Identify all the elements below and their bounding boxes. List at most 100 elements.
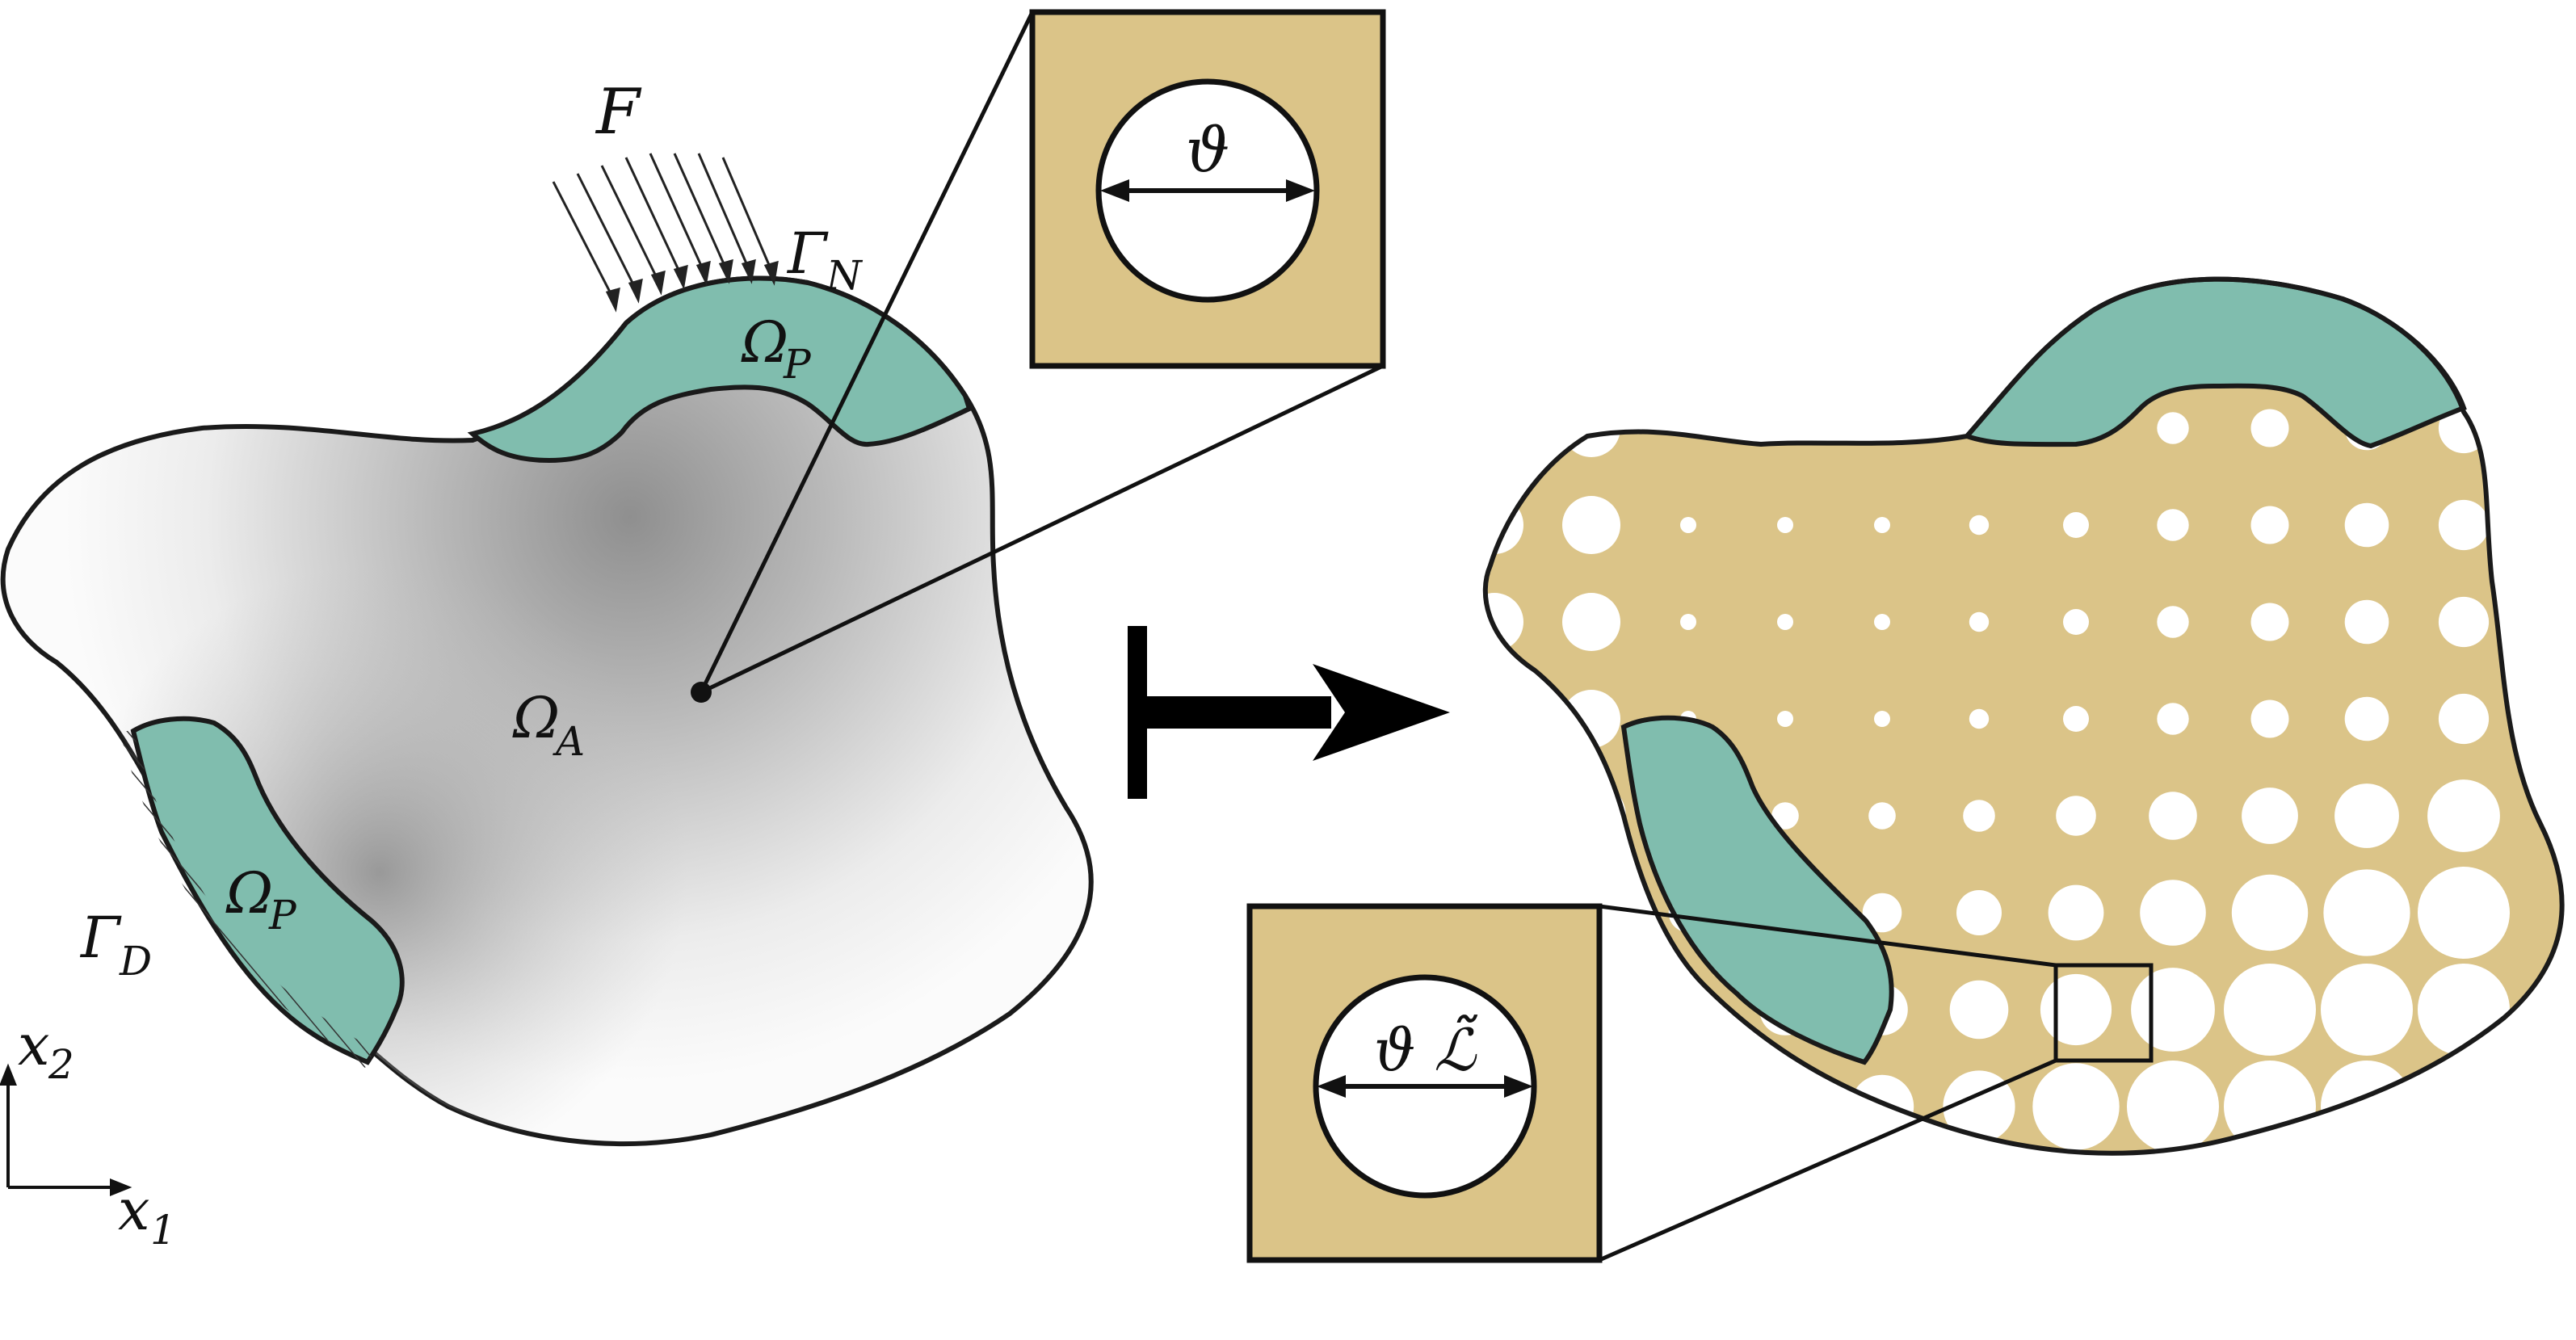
void-circle (2323, 869, 2410, 956)
leader-line-lower (700, 363, 1385, 695)
void-circle (1969, 611, 1990, 632)
void-circle (1949, 980, 2009, 1040)
void-circle (1969, 515, 1990, 536)
inset-top (1029, 9, 1386, 369)
passive-region-left-right (1620, 715, 1894, 1065)
mapsto-arrow (1128, 626, 1450, 799)
coordinate-axes (0, 1063, 132, 1196)
right-domain (1482, 276, 2565, 1262)
void-circle (2157, 606, 2189, 638)
void-circle (1562, 496, 1620, 554)
void-circle (2250, 506, 2289, 544)
void-circle (2231, 874, 2309, 951)
void-circle (2334, 783, 2399, 848)
label-inset-bottom-param: ϑ ℒ̃ (1374, 1014, 1478, 1084)
void-circle (1662, 984, 1714, 1035)
void-circle (1656, 1074, 1721, 1139)
void-circle (2427, 779, 2500, 852)
void-circle (1680, 517, 1696, 533)
void-circle (2063, 706, 2089, 732)
label-omega-a-sub: A (553, 718, 585, 765)
void-circle (1874, 711, 1890, 727)
void-circle (2157, 412, 2189, 444)
void-circle (1969, 708, 1990, 729)
inset-top-arrowhead-right (1286, 179, 1315, 202)
void-circle (2438, 499, 2490, 551)
zoom-leader-lower (1598, 1058, 2057, 1262)
void-circle (1562, 593, 1620, 651)
label-inset-top-param: ϑ (1186, 114, 1229, 186)
void-circle (2157, 509, 2189, 541)
void-circle (2040, 973, 2112, 1046)
void-circle (2250, 409, 2289, 447)
void-circle (1963, 800, 1995, 832)
label-axis-x1-sub: 1 (150, 1207, 176, 1254)
void-circle (1868, 802, 1896, 830)
void-circle (2056, 796, 2096, 836)
void-circle (1862, 893, 1902, 933)
label-gamma-d: Γ (79, 905, 122, 971)
void-circle (2344, 502, 2389, 548)
void-circle (2250, 603, 2289, 641)
void-circle (2224, 964, 2316, 1056)
void-circle (1956, 890, 2002, 935)
label-axis-x2: x (18, 1012, 49, 1078)
void-circle (2063, 609, 2089, 635)
void-circle (2438, 596, 2490, 648)
void-circle (2149, 792, 2197, 840)
label-omega-p-top: Ω (741, 309, 788, 376)
passive-region-top (467, 275, 973, 464)
void-circle (1943, 1070, 2015, 1143)
label-gamma-n-sub: N (826, 252, 864, 299)
label-axis-x2-sub: 2 (48, 1041, 74, 1088)
right-domain-outline (1482, 276, 2565, 1156)
inset-top-arrowhead-left (1100, 179, 1129, 202)
void-circle (2127, 1061, 2219, 1153)
void-circle (2063, 512, 2089, 538)
void-circle (1874, 517, 1890, 533)
leader-line-upper (699, 11, 1035, 694)
inset-bottom-arrowhead-right (1504, 1075, 1533, 1098)
axis-x1-arrowhead (110, 1178, 132, 1196)
void-circle (1874, 420, 1890, 436)
design-point-marker (691, 682, 712, 703)
label-omega-p-left-sub: P (268, 892, 297, 939)
void-circle (2131, 968, 2215, 1052)
label-gamma-n: Γ (786, 221, 829, 287)
void-circle (2344, 696, 2389, 741)
void-circle (1777, 711, 1793, 727)
void-circle (1485, 690, 1523, 748)
void-circle (2140, 880, 2206, 946)
zoom-box (2053, 963, 2154, 1063)
void-circle (1777, 420, 1793, 436)
label-omega-p-top-sub: P (783, 341, 812, 388)
void-circle (1777, 614, 1793, 630)
zoom-leader-upper (1599, 904, 2057, 968)
inset-bottom-arrowhead-left (1317, 1075, 1346, 1098)
void-circle (1777, 517, 1793, 533)
label-omega-p-left: Ω (225, 860, 273, 926)
label-axis-x1: x (118, 1177, 149, 1243)
void-circle (2321, 964, 2413, 1056)
void-circle (2418, 1061, 2510, 1153)
void-circle (2438, 693, 2490, 745)
void-circle (1753, 1074, 1817, 1139)
left-domain (0, 11, 1385, 1147)
labels: F Γ N Ω P Ω A Ω P Γ D x 2 x 1 ϑ ϑ ℒ̃ (18, 76, 1478, 1254)
inset-bottom (1246, 903, 1603, 1263)
label-force: F (595, 76, 642, 149)
void-circle (2032, 1063, 2120, 1150)
void-circle (2418, 964, 2510, 1056)
void-circle (2242, 788, 2298, 844)
void-circle (2418, 867, 2510, 959)
void-circle (2344, 599, 2389, 645)
void-circle (1680, 614, 1696, 630)
void-circle (2048, 884, 2104, 941)
void-circle (1485, 496, 1523, 554)
void-circle (2250, 699, 2289, 738)
void-circle (1874, 614, 1890, 630)
axis-x2-arrowhead (0, 1063, 17, 1086)
label-gamma-d-sub: D (119, 938, 152, 985)
void-circle (1485, 781, 1529, 851)
